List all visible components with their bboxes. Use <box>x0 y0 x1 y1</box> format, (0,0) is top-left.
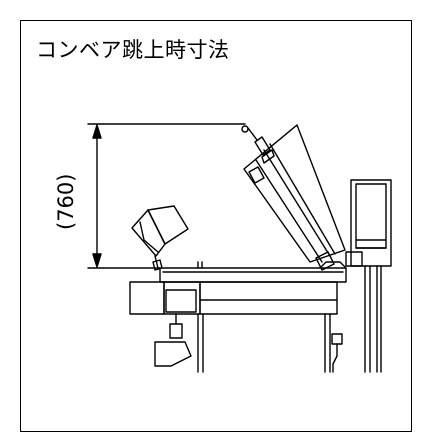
diagram-title: コンベア跳上時寸法 <box>36 38 230 62</box>
diagram-frame <box>20 20 412 432</box>
hopper <box>131 205 189 271</box>
table-top <box>159 261 347 283</box>
machine-body <box>129 281 338 315</box>
dimension-lines <box>87 123 246 269</box>
control-box <box>345 179 392 373</box>
machine-legs <box>154 313 343 373</box>
raised-conveyor <box>241 124 346 271</box>
